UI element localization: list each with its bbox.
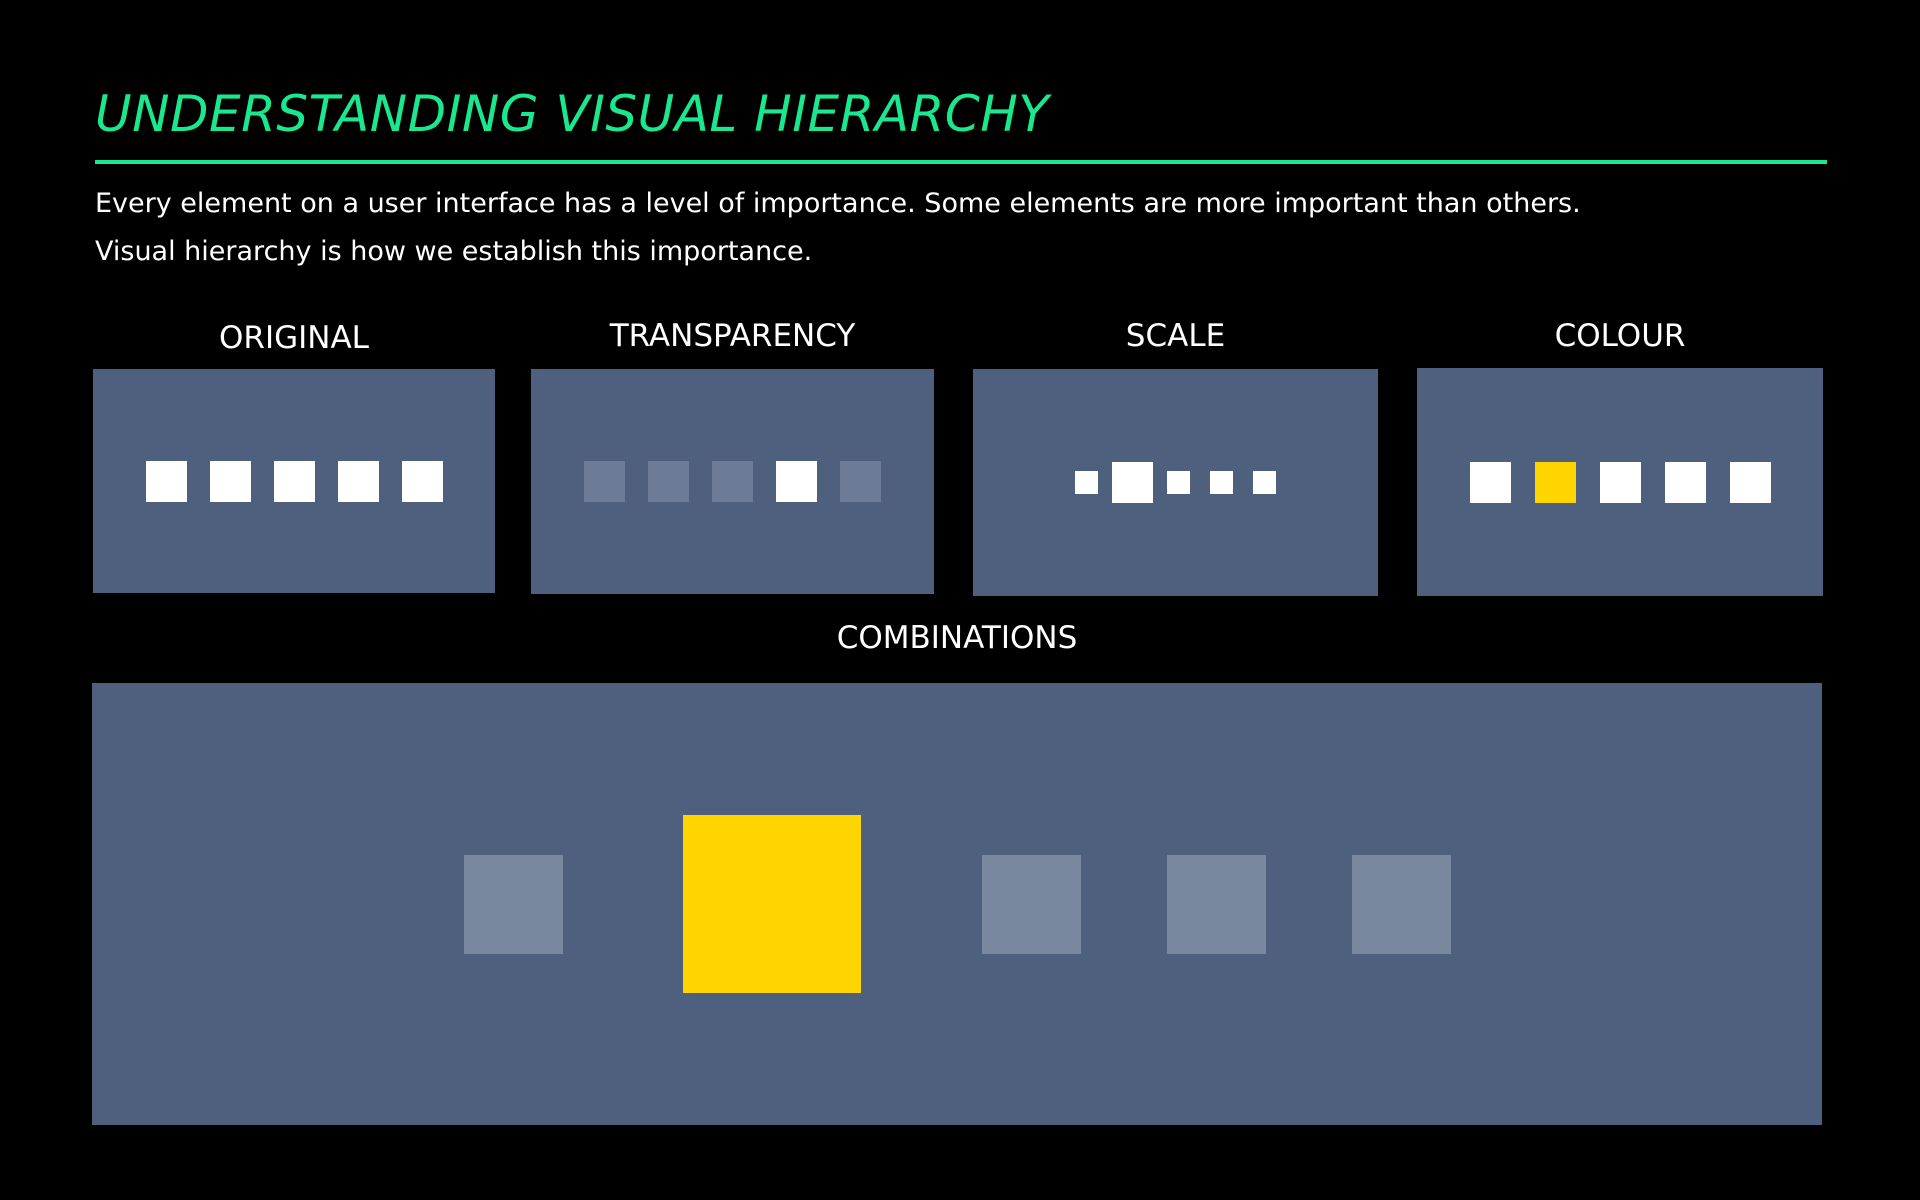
intro-line-1: Every element on a user interface has a … — [95, 188, 1581, 219]
original-square-1 — [145, 460, 187, 502]
intro-text: Every element on a user interface has a … — [95, 180, 1581, 276]
colour-square-3 — [1599, 461, 1641, 503]
scale-square-5 — [1253, 471, 1277, 494]
combinations-panel — [92, 683, 1822, 1125]
combinations-label: COMBINATIONS — [836, 620, 1078, 656]
colour-square-2 — [1534, 461, 1576, 503]
colour-panel — [1417, 368, 1823, 596]
transparency-square-4 — [776, 461, 817, 502]
transparency-panel — [531, 369, 934, 594]
intro-line-2: Visual hierarchy is how we establish thi… — [95, 236, 813, 267]
scale-square-2 — [1111, 461, 1154, 504]
original-square-2 — [209, 460, 251, 502]
original-panel — [93, 369, 495, 593]
original-square-3 — [273, 460, 315, 502]
colour-square-4 — [1664, 461, 1706, 503]
scale-square-1 — [1074, 471, 1098, 494]
combinations-square-5 — [1351, 854, 1451, 954]
transparency-square-1 — [584, 461, 625, 502]
original-square-4 — [337, 460, 379, 502]
colour-square-5 — [1729, 461, 1771, 503]
page-title: UNDERSTANDING VISUAL HIERARCHY — [95, 85, 1050, 143]
original-square-5 — [401, 460, 443, 502]
scale-panel — [973, 369, 1378, 596]
original-label: ORIGINAL — [219, 320, 369, 356]
combinations-square-2 — [682, 814, 862, 994]
scale-label: SCALE — [1125, 318, 1226, 354]
transparency-square-3 — [712, 461, 753, 502]
transparency-square-2 — [648, 461, 689, 502]
combinations-square-3 — [981, 854, 1081, 954]
combinations-square-1 — [463, 854, 563, 954]
scale-square-4 — [1210, 471, 1234, 494]
transparency-square-5 — [840, 461, 881, 502]
colour-label: COLOUR — [1554, 318, 1686, 354]
transparency-label: TRANSPARENCY — [609, 318, 856, 354]
title-divider — [95, 160, 1827, 164]
scale-square-3 — [1167, 471, 1191, 494]
colour-square-1 — [1469, 461, 1511, 503]
combinations-square-4 — [1166, 854, 1266, 954]
